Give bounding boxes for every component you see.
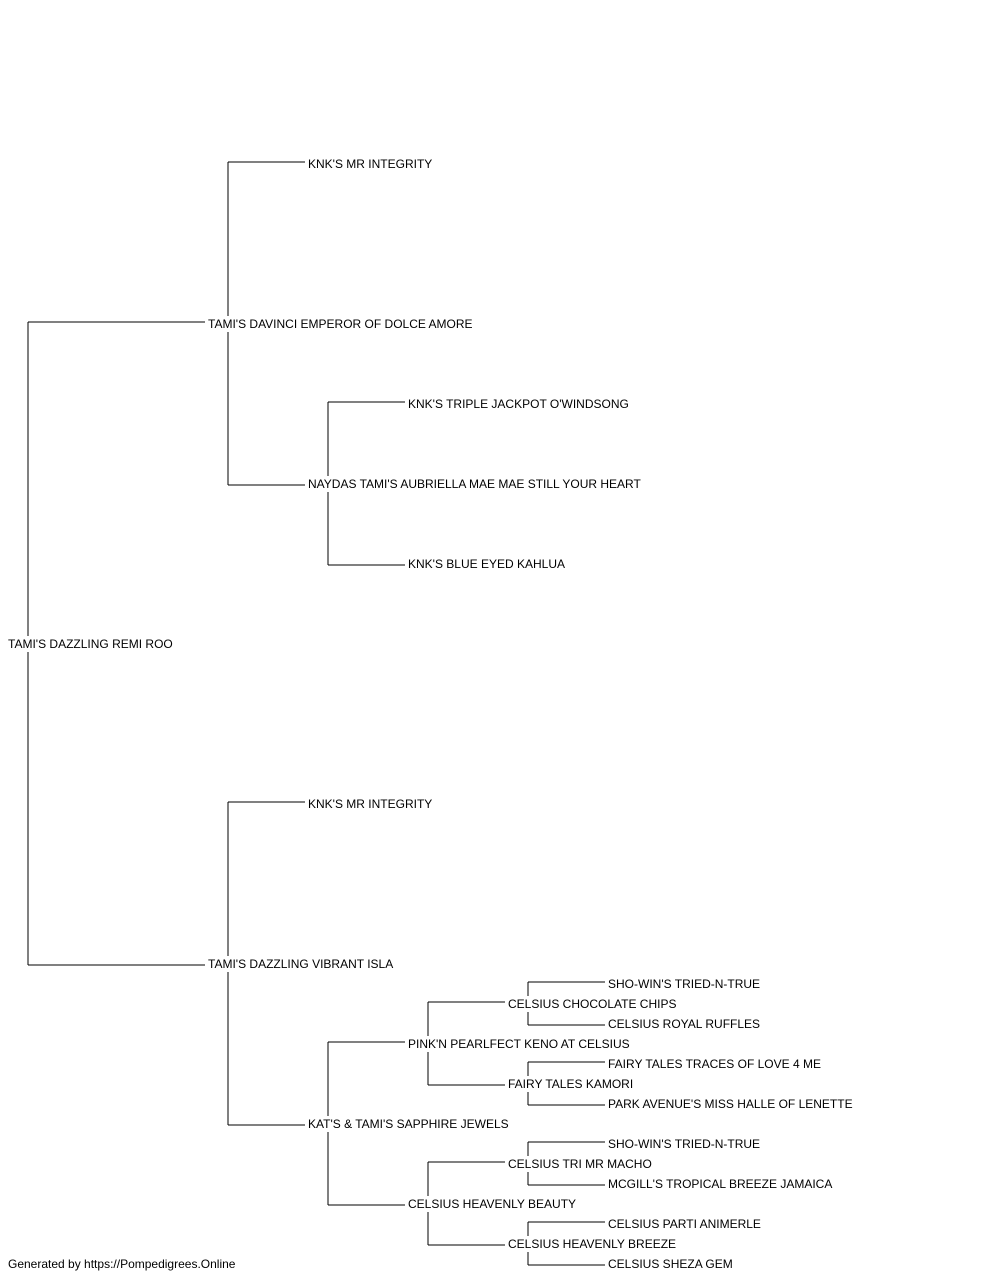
ddss-name: CELSIUS CHOCOLATE CHIPS — [508, 997, 678, 1011]
sire-name: TAMI'S DAVINCI EMPEROR OF DOLCE AMORE — [208, 317, 474, 331]
generator-credit: Generated by https://Pompedigrees.Online — [8, 1257, 236, 1271]
ddsss-name: SHO-WIN'S TRIED-N-TRUE — [608, 977, 762, 991]
ddsd-name: FAIRY TALES KAMORI — [508, 1077, 635, 1091]
sire-dam-dam-name: KNK'S BLUE EYED KAHLUA — [408, 557, 567, 571]
dam-dam-name: KAT'S & TAMI'S SAPPHIRE JEWELS — [308, 1117, 510, 1131]
dam-sire-name: KNK'S MR INTEGRITY — [308, 797, 434, 811]
sire-sire-name: KNK'S MR INTEGRITY — [308, 157, 434, 171]
dddsd-name: MCGILL'S TROPICAL BREEZE JAMAICA — [608, 1177, 834, 1191]
sire-dam-sire-name: KNK'S TRIPLE JACKPOT O'WINDSONG — [408, 397, 630, 411]
sire-dam-name: NAYDAS TAMI'S AUBRIELLA MAE MAE STILL YO… — [308, 477, 642, 491]
ddddd-name: CELSIUS SHEZA GEM — [608, 1257, 734, 1271]
ddsdd-name: PARK AVENUE'S MISS HALLE OF LENETTE — [608, 1097, 854, 1111]
ddds-name: CELSIUS TRI MR MACHO — [508, 1157, 653, 1171]
dddss-name: SHO-WIN'S TRIED-N-TRUE — [608, 1137, 762, 1151]
ddsds-name: FAIRY TALES TRACES OF LOVE 4 ME — [608, 1057, 822, 1071]
subject-dog-name: TAMI'S DAZZLING REMI ROO — [8, 637, 174, 651]
dam-dam-dam-name: CELSIUS HEAVENLY BEAUTY — [408, 1197, 578, 1211]
dddds-name: CELSIUS PARTI ANIMERLE — [608, 1217, 762, 1231]
dam-dam-sire-name: PINK'N PEARLFECT KENO AT CELSIUS — [408, 1037, 631, 1051]
dam-name: TAMI'S DAZZLING VIBRANT ISLA — [208, 957, 395, 971]
dddd-name: CELSIUS HEAVENLY BREEZE — [508, 1237, 678, 1251]
ddssd-name: CELSIUS ROYAL RUFFLES — [608, 1017, 762, 1031]
